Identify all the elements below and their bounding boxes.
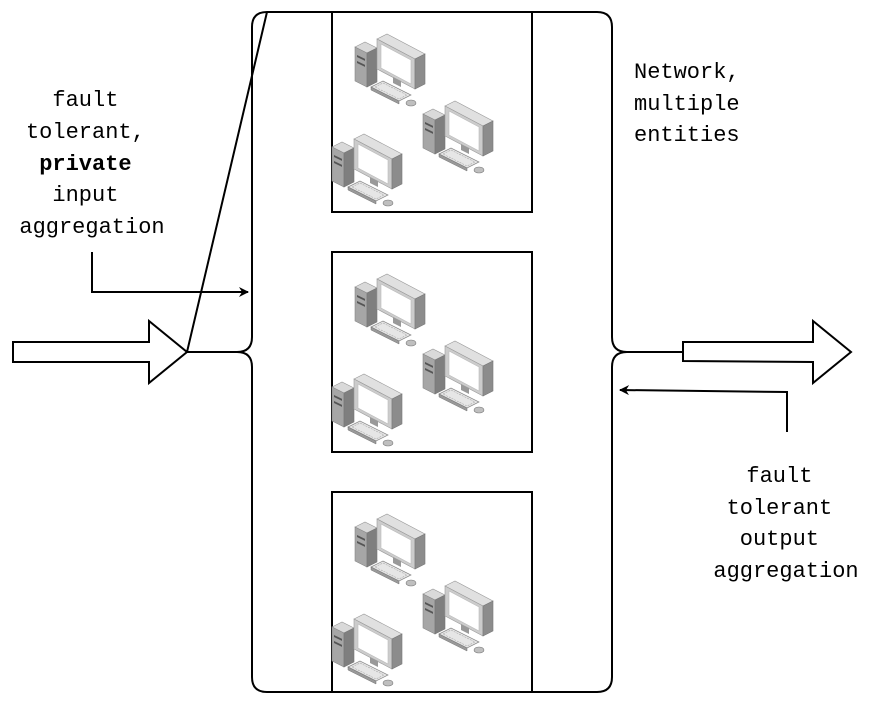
output-aggregation-label: fault tolerant output aggregation	[713, 464, 858, 584]
network-label: Network, multiple entities	[634, 60, 753, 148]
desktop-computer-icon	[332, 274, 493, 446]
input-aggregation-label: fault tolerant, private input aggregatio…	[19, 88, 164, 240]
desktop-computer-icon	[332, 34, 493, 206]
input-block-arrow	[12, 318, 189, 386]
output-block-arrow	[682, 318, 853, 386]
entity-box-2	[331, 251, 533, 453]
entity-box-3	[331, 491, 533, 693]
entity-box-1	[331, 11, 533, 213]
input-aggregation-arrow	[91, 252, 249, 297]
output-aggregation-arrow	[619, 385, 788, 432]
desktop-computer-icon	[332, 514, 493, 686]
